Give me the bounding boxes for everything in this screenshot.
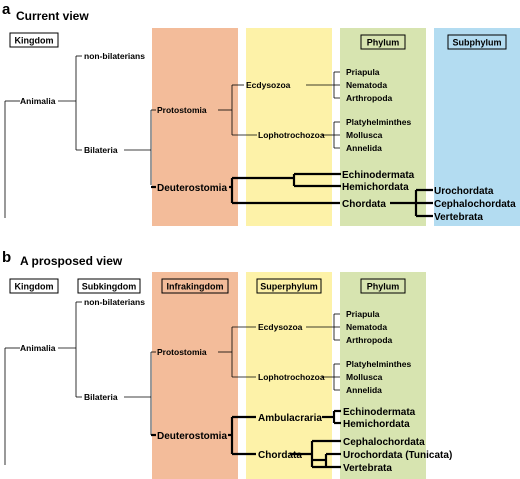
taxon-b-vertebrata: Vertebrata [343,463,392,474]
taxon-lophotrochozoa: Lophotrochozoa [258,130,325,140]
taxon-b-nematoda: Nematoda [346,322,387,332]
panel-a-title: Current view [16,9,89,23]
taxon-chordata: Chordata [342,199,386,210]
panel-b-header-phylum-label: Phylum [367,282,400,292]
taxon-priapula: Priapula [346,67,380,77]
taxon-deuterostomia: Deuterostomia [157,183,227,194]
taxon-b-lophotrochozoa: Lophotrochozoa [258,372,325,382]
taxon-annelida: Annelida [346,143,382,153]
taxon-b-hemichordata: Hemichordata [343,419,410,430]
taxon-mollusca: Mollusca [346,130,383,140]
panel-a-column-subphylum [434,28,520,226]
taxon-arthropoda: Arthropoda [346,93,393,103]
panel-a-column-yellow [246,28,332,226]
panel-a-letter: a [2,1,11,18]
panel-a-column-orange [152,28,238,226]
panel-b-tree-thick [151,409,341,469]
taxon-b-ecdysozoa: Ecdysozoa [258,322,303,332]
taxon-non-bilaterians: non-bilaterians [84,51,145,61]
taxon-b-arthropoda: Arthropoda [346,335,393,345]
panel-b-column-infrakingdom [152,272,238,479]
panel-a-header-kingdom: Kingdom [9,32,59,48]
panel-a-columns [152,28,520,226]
panel-a-header-kingdom-label: Kingdom [15,36,54,46]
taxon-animalia: Animalia [20,96,56,106]
panel-a-labels: Animalia non-bilaterians Bilateria Proto… [20,51,516,223]
taxon-b-urochordata: Urochordata (Tunicata) [343,450,452,461]
panel-b-header-subkingdom: Subkingdom [77,278,141,294]
panel-a-column-phylum [340,28,426,226]
panel-a-header-phylum-label: Phylum [367,38,400,48]
taxon-nematoda: Nematoda [346,80,387,90]
taxon-b-priapula: Priapula [346,309,380,319]
taxon-b-platyhelminthes: Platyhelminthes [346,359,411,369]
taxon-ecdysozoa: Ecdysozoa [246,80,291,90]
panel-a-tree-thick [151,172,433,218]
taxon-b-bilateria: Bilateria [84,392,118,402]
panel-b-column-phylum [340,272,426,479]
taxon-hemichordata: Hemichordata [342,182,409,193]
panel-b-header-kingdom: Kingdom [9,278,59,294]
panel-b-tree-thin [4,301,340,465]
panel-b-header-superphylum-label: Superphylum [260,282,318,292]
taxon-b-chordata: Chordata [258,450,302,461]
taxon-b-echinodermata: Echinodermata [343,407,416,418]
panel-b-header-infrakingdom: Infrakingdom [161,278,229,294]
panel-a-header-subphylum-label: Subphylum [453,38,502,48]
taxon-b-non-bilaterians: non-bilaterians [84,297,145,307]
panel-b-header-superphylum: Superphylum [256,278,322,294]
taxon-b-annelida: Annelida [346,385,382,395]
panel-b-header-infrakingdom-label: Infrakingdom [166,282,223,292]
taxon-platyhelminthes: Platyhelminthes [346,117,411,127]
panel-b-title: A prosposed view [20,254,123,268]
taxon-urochordata: Urochordata [434,186,494,197]
panel-a-header-phylum: Phylum [360,34,406,50]
taxon-cephalochordata: Cephalochordata [434,199,516,210]
taxon-b-animalia: Animalia [20,343,56,353]
taxon-b-ambulacraria: Ambulacraria [258,413,322,424]
panel-b-header-phylum: Phylum [360,278,406,294]
panel-b-column-superphylum [246,272,332,479]
panel-b-header-subkingdom-label: Subkingdom [82,282,137,292]
taxon-protostomia: Protostomia [157,105,207,115]
taxon-b-protostomia: Protostomia [157,347,207,357]
taxon-echinodermata: Echinodermata [342,170,415,181]
panel-b-letter: b [2,249,11,266]
taxon-bilateria: Bilateria [84,145,118,155]
taxon-b-deuterostomia: Deuterostomia [157,431,227,442]
panel-b-labels: Animalia non-bilaterians Bilateria Proto… [20,297,452,474]
panel-b-columns [152,272,426,479]
panel-a-header-subphylum: Subphylum [447,34,507,50]
panel-b-header-kingdom-label: Kingdom [15,282,54,292]
panel-a-tree-thin [4,55,340,218]
taxon-b-cephalochordata: Cephalochordata [343,437,425,448]
taxon-b-mollusca: Mollusca [346,372,383,382]
taxon-vertebrata: Vertebrata [434,212,483,223]
